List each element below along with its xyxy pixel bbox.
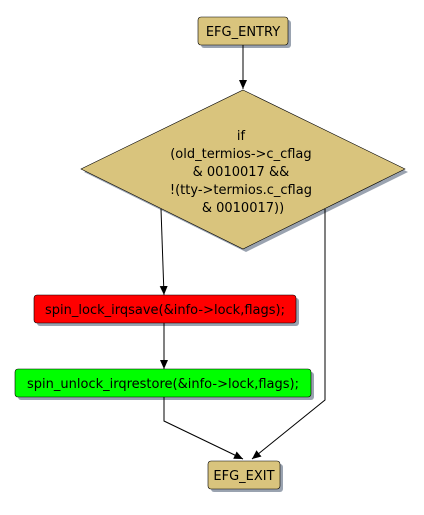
exit-box <box>207 460 281 490</box>
decision-line: & 0010017)) <box>202 201 284 216</box>
edge-decision-to-exit <box>251 209 326 460</box>
decision-line: (old_termios->c_cflag <box>170 147 311 162</box>
edge-decision-to-lock <box>159 208 168 296</box>
flowchart-edges <box>159 44 326 460</box>
decision-line: & 0010017 && <box>193 165 290 180</box>
entry-node: EFG_ENTRY <box>197 16 289 46</box>
node-shadows <box>18 20 408 492</box>
lock-label: spin_lock_irqsave(&info->lock,flags); <box>45 303 285 318</box>
unlock-label: spin_unlock_irqrestore(&info->lock,flags… <box>27 377 299 392</box>
entry-label: EFG_ENTRY <box>206 25 280 40</box>
unlock-node: spin_unlock_irqrestore(&info->lock,flags… <box>14 368 312 398</box>
exit-node: EFG_EXIT <box>207 460 281 490</box>
lock-box <box>33 294 297 324</box>
exit-label: EFG_EXIT <box>213 469 274 484</box>
lock-node: spin_lock_irqsave(&info->lock,flags); <box>33 294 297 324</box>
decision-node: if (old_termios->c_cflag & 0010017 && !(… <box>80 89 406 250</box>
edge-unlock-to-exit <box>163 397 244 460</box>
decision-line: !(tty->termios.c_cflag <box>170 183 312 198</box>
unlock-box <box>14 368 312 398</box>
decision-diamond <box>80 89 406 250</box>
decision-line: if <box>237 129 246 144</box>
decision-condition: if (old_termios->c_cflag & 0010017 && !(… <box>170 129 316 216</box>
entry-box <box>197 16 289 46</box>
